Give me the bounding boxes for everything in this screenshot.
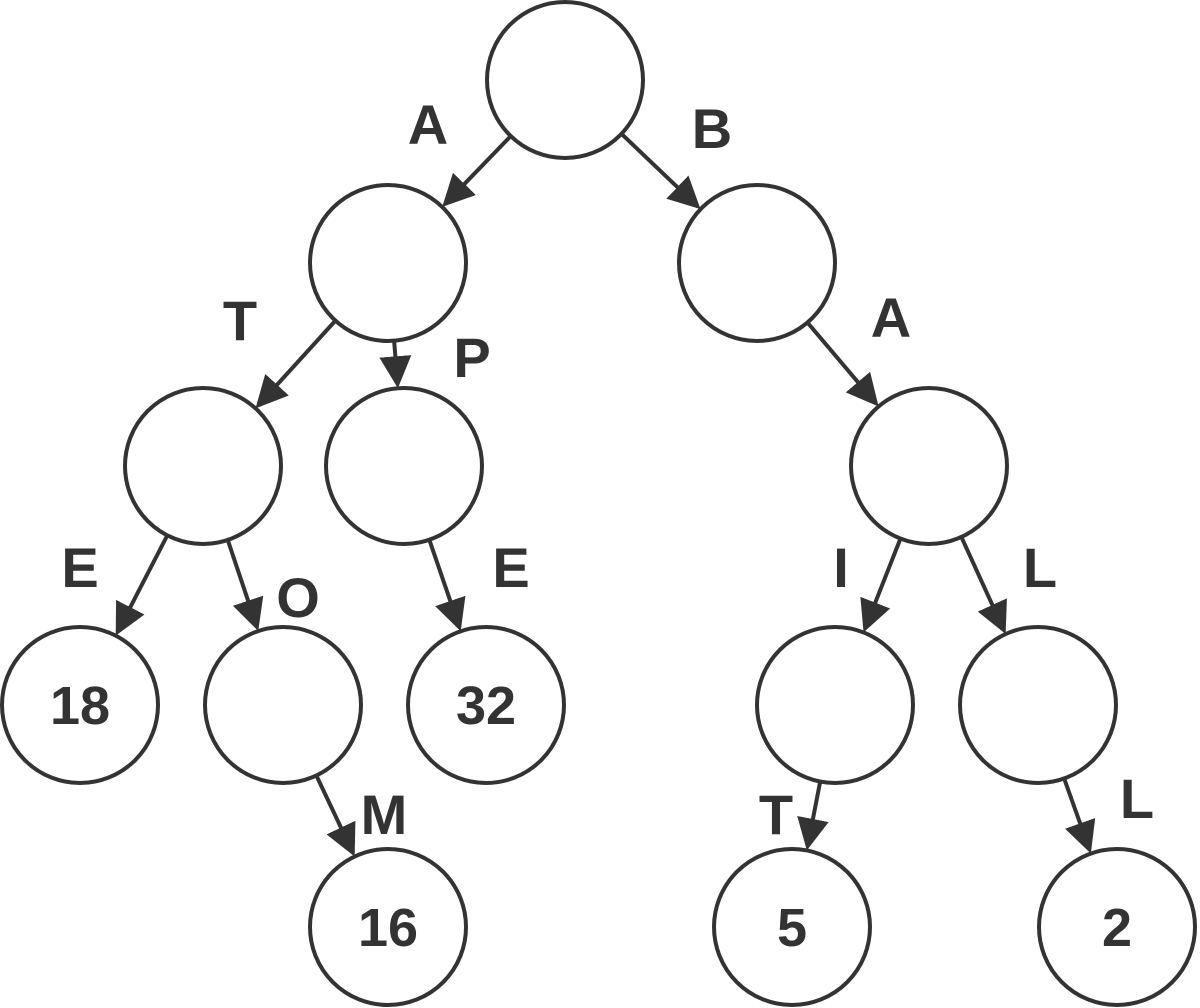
edge-label-n-at-to-n-ato: O <box>276 566 320 629</box>
trie-node-n-ba <box>849 386 1009 546</box>
node-value-n-ate: 18 <box>50 676 110 736</box>
edge-label-n-ap-to-n-ape: E <box>492 536 529 599</box>
trie-node-n-ape <box>406 625 566 785</box>
trie-node-n-atom <box>308 847 468 1007</box>
edge-label-root-to-n-b: B <box>692 97 732 160</box>
trie-node-n-bai <box>755 625 915 785</box>
edge-arrow-n-ato-to-n-atom <box>314 774 356 857</box>
edge-arrow-n-ap-to-n-ape <box>427 539 466 632</box>
edge-label-n-bai-to-n-bait: T <box>759 783 793 846</box>
edge-arrow-n-a-to-n-at <box>255 319 337 409</box>
edge-label-n-at-to-n-ate: E <box>61 536 98 599</box>
trie-node-n-ate <box>0 625 160 785</box>
trie-node-n-bal <box>958 625 1118 785</box>
edge-label-n-b-to-n-ba: A <box>871 286 911 349</box>
edge-label-n-a-to-n-at: T <box>223 289 257 352</box>
edge-labels-layer: A B T P A E O E I L M T L <box>61 93 1154 846</box>
node-value-n-ape: 32 <box>456 676 516 736</box>
edge-label-n-ato-to-n-atom: M <box>361 783 408 846</box>
node-value-n-atom: 16 <box>358 898 418 958</box>
edges-layer <box>115 132 1096 857</box>
edge-arrow-root-to-n-b <box>620 132 701 210</box>
node-value-n-ball: 2 <box>1102 898 1132 958</box>
edge-arrow-n-bai-to-n-bait <box>797 781 829 851</box>
node-value-n-bait: 5 <box>777 898 807 958</box>
edge-arrow-n-ba-to-n-bai <box>860 537 903 633</box>
trie-node-n-ato <box>203 625 363 785</box>
trie-node-n-ball <box>1037 847 1197 1007</box>
trie-node-n-ap <box>324 386 484 546</box>
edge-label-n-a-to-n-ap: P <box>453 326 490 389</box>
edge-arrow-root-to-n-a <box>442 134 513 207</box>
edge-arrow-n-b-to-n-ba <box>805 321 879 407</box>
trie-node-n-b <box>677 183 837 343</box>
edge-arrow-n-bal-to-n-ball <box>1062 777 1096 854</box>
edge-label-n-ba-to-n-bal: L <box>1023 536 1057 599</box>
edge-arrow-n-ba-to-n-bal <box>959 536 1007 635</box>
trie-node-n-at <box>123 386 283 546</box>
trie-node-root <box>485 0 645 160</box>
trie-node-n-bait <box>712 847 872 1007</box>
trie-node-n-a <box>308 183 468 343</box>
edge-arrow-n-a-to-n-ap <box>379 340 412 389</box>
edge-label-root-to-n-a: A <box>408 93 448 156</box>
edge-label-n-bal-to-n-ball: L <box>1120 767 1154 830</box>
edge-arrow-n-at-to-n-ate <box>115 534 170 636</box>
edge-label-n-ba-to-n-bai: I <box>833 536 849 599</box>
edge-arrow-n-at-to-n-ato <box>225 539 264 632</box>
